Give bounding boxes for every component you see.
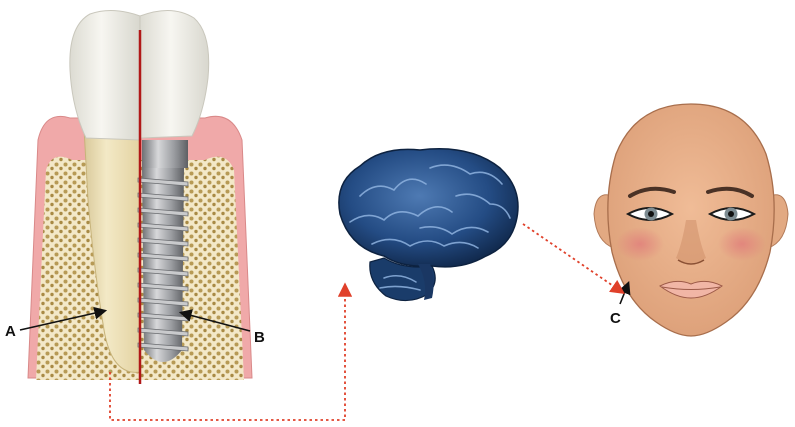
brain-cerebrum [339,149,518,267]
implant-crown [140,10,209,138]
label-a: A [5,323,16,340]
dental-implant-icon [138,140,188,362]
face-right-cheek [718,227,766,261]
label-c: C [610,310,621,327]
label-b: B [254,329,265,346]
implant-screw [138,168,188,362]
label-c-pointer [620,284,628,304]
natural-crown [70,10,140,140]
brain-icon [339,149,518,301]
face-left-cheek [616,227,664,261]
face-icon [594,104,788,336]
implant-abutment [142,140,188,168]
